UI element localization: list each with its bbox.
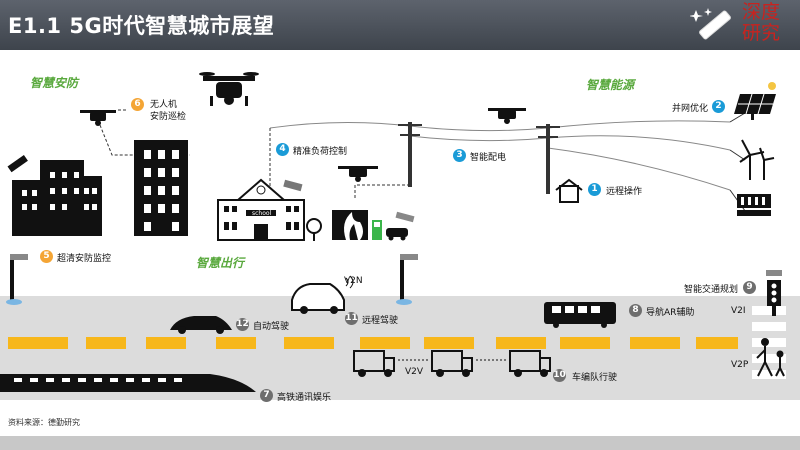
drone-icon: [338, 166, 378, 182]
item-label-autonomous-driving: 自动驾驶: [253, 322, 290, 332]
logo-line-1: 深度: [741, 1, 780, 23]
crosswalk-stripe: [752, 306, 786, 315]
lane-marking: [146, 337, 186, 349]
lane-marking: [560, 337, 610, 349]
item-label-grid-optimization: 并网优化: [672, 104, 709, 114]
autonomous-car-icon: [170, 316, 232, 334]
item-badge-11: 11: [345, 312, 358, 325]
lane-marking: [284, 337, 334, 349]
lane-marking: [630, 337, 680, 349]
item-badge-8: 8: [629, 304, 642, 317]
footer-bar: [0, 436, 800, 450]
drone-icon: [488, 108, 526, 124]
ev-charger-icon: [372, 220, 382, 240]
magic-wand-icon: [690, 8, 731, 40]
section-label-mobility: 智慧出行: [196, 256, 245, 270]
substation-icon: [555, 178, 583, 203]
item-badge-4: 4: [276, 143, 289, 156]
v2i-label: V2I: [731, 306, 746, 316]
tree-icon: [306, 218, 322, 241]
logo-line-2: 研究: [741, 22, 780, 44]
lane-marking: [216, 337, 256, 349]
source-note: 资料来源：德勤研究: [8, 418, 80, 427]
truck-icon: [431, 350, 473, 377]
item-badge-7: 7: [260, 389, 273, 402]
traffic-light-icon: [766, 270, 782, 316]
item-label-ar-navigation: 导航AR辅助: [646, 308, 695, 318]
v2p-label: V2P: [731, 360, 749, 370]
page-title: E1.1 5G时代智慧城市展望: [8, 14, 275, 38]
section-label-energy: 智慧能源: [586, 78, 635, 92]
security-camera-icon: [395, 211, 415, 223]
crosswalk-stripe: [752, 338, 786, 347]
header-bar: E1.1 5G时代智慧城市展望: [0, 0, 800, 50]
item-badge-12: 12: [236, 318, 249, 331]
drone-icon: [80, 110, 116, 126]
item-label-train-entertainment: 高铁通讯娱乐: [277, 393, 332, 403]
section-label-security: 智慧安防: [30, 76, 79, 90]
item-label-smart-distribution: 智能配电: [470, 153, 507, 163]
lane-marking: [696, 337, 738, 349]
item-label-hd-surveillance: 超清安防监控: [57, 254, 112, 264]
tall-building-icon: [134, 140, 188, 236]
item-badge-1: 1: [588, 183, 601, 196]
office-buildings-icon: [12, 160, 102, 236]
lane-marking: [496, 337, 546, 349]
car-icon: [386, 228, 408, 241]
street-camera-pole-icon: [6, 254, 28, 305]
truck-icon: [353, 350, 395, 377]
item-badge-2: 2: [712, 100, 725, 113]
lane-marking: [360, 337, 410, 349]
item-label-load-control: 精准负荷控制: [293, 147, 348, 157]
high-speed-train-icon: [0, 374, 256, 392]
v2n-label: V2N: [344, 276, 363, 286]
item-badge-6: 6: [131, 98, 144, 111]
security-camera-icon: [283, 179, 303, 192]
bus-icon: [544, 302, 616, 328]
crosswalk-stripe: [752, 354, 786, 363]
truck-icon: [509, 350, 551, 377]
item-label-remote-operation: 远程操作: [606, 187, 643, 197]
school-building-icon: [217, 178, 305, 241]
lane-marking: [424, 337, 474, 349]
street-camera-pole-icon: [396, 254, 418, 305]
connector-lines: [99, 109, 411, 200]
item-badge-5: 5: [40, 250, 53, 263]
item-badge-10: 10: [553, 369, 566, 382]
crosswalk-stripe: [752, 370, 786, 379]
security-camera-icon: [7, 154, 28, 173]
item-label-traffic-planning: 智能交通规划: [684, 285, 739, 295]
v2v-label: V2V: [405, 367, 424, 377]
item-label-drone-line1: 无人机: [150, 100, 178, 110]
burning-building-icon: [332, 210, 368, 240]
item-badge-3: 3: [453, 149, 466, 162]
lane-marking: [8, 337, 68, 349]
drone-icon: [199, 72, 259, 106]
power-lines: [269, 109, 751, 216]
wind-turbine-icon: [739, 139, 775, 180]
crosswalk-stripe: [752, 322, 786, 331]
item-label-remote-driving: 远程驾驶: [362, 316, 399, 326]
pedestrian-icon: [756, 338, 785, 377]
item-badge-9: 9: [743, 281, 756, 294]
solar-panel-icon: [734, 93, 776, 120]
item-label-drone-line2: 安防巡检: [150, 112, 187, 122]
item-label-platooning: 车编队行驶: [572, 373, 618, 383]
signal-waves-icon: [345, 275, 354, 289]
power-pole-icon: [398, 122, 560, 194]
brand-logo: 深度 研究: [738, 2, 784, 48]
sun-icon: [768, 82, 776, 90]
school-sign: school: [252, 210, 272, 217]
energy-storage-icon: [737, 194, 771, 216]
lane-marking: [86, 337, 126, 349]
remote-car-icon: [291, 283, 345, 314]
